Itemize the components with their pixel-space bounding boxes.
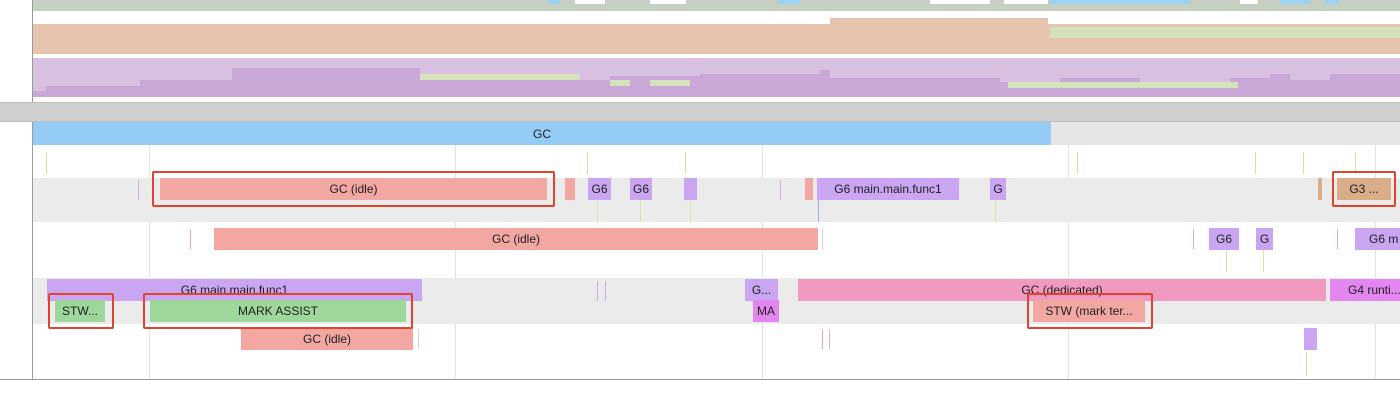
gc-idle-slice[interactable]: GC (idle) (160, 178, 547, 200)
event-tick[interactable] (605, 281, 606, 301)
stw-mark-termination-slice[interactable]: STW (mark ter... (1033, 300, 1145, 322)
event-tick[interactable] (685, 152, 686, 174)
event-tick[interactable] (418, 329, 419, 349)
highlight-box-stw (48, 293, 114, 329)
gc-row-remainder (1051, 122, 1400, 145)
overview-graphs (33, 0, 1400, 97)
goroutine-slice[interactable]: G6 (588, 178, 611, 200)
flow-tick (690, 200, 691, 222)
goroutine-slice[interactable]: G6 main.main.func1 (817, 178, 959, 200)
highlight-box-gc-idle (152, 171, 555, 207)
event-tick[interactable] (46, 152, 47, 174)
event-tick[interactable] (822, 329, 823, 349)
gc-idle-slice-small[interactable] (565, 178, 575, 200)
goroutine-slice-g3[interactable]: G3 ... (1337, 178, 1391, 200)
timeline-bottom-border (0, 379, 1400, 380)
flow-tick (1263, 250, 1264, 272)
gc-idle-slice-small[interactable] (805, 178, 813, 200)
goroutine-slice[interactable]: G (1256, 228, 1273, 250)
goroutine-slice[interactable]: G... (745, 279, 778, 301)
flow-tick (1226, 250, 1227, 272)
panel-divider[interactable] (0, 102, 1400, 122)
gc-idle-slice[interactable]: GC (idle) (241, 328, 413, 350)
grid-line (1068, 122, 1069, 380)
goroutine-slice[interactable]: G6 (630, 178, 652, 200)
goroutine-slice[interactable]: G6 (1209, 228, 1239, 250)
goroutine-slice-small[interactable] (684, 178, 697, 200)
event-tick[interactable] (1193, 229, 1194, 249)
event-tick[interactable] (1337, 229, 1338, 249)
event-tick[interactable] (1355, 152, 1356, 174)
flow-tick (1306, 352, 1307, 376)
stw-slice[interactable]: STW... (55, 300, 105, 322)
goroutine-slice-small[interactable] (1304, 328, 1317, 350)
event-tick[interactable] (1255, 152, 1256, 174)
grid-line (455, 122, 456, 380)
grid-line (1375, 122, 1376, 380)
highlight-box-mark-assist (143, 293, 413, 329)
flow-tick (995, 200, 996, 222)
overview-top-strip (33, 0, 1400, 11)
event-tick[interactable] (190, 229, 191, 249)
flow-tick (597, 200, 598, 222)
event-tick[interactable] (1303, 152, 1304, 174)
event-tick[interactable] (597, 281, 598, 301)
goroutine-slice[interactable]: G6 m (1355, 228, 1400, 250)
highlight-box-g3 (1332, 171, 1396, 207)
event-tick[interactable] (822, 229, 823, 249)
highlight-box-stw-mark-termination (1027, 293, 1153, 329)
event-tick[interactable] (780, 180, 781, 200)
gc-slice[interactable]: GC (33, 122, 1051, 145)
gc-idle-slice[interactable]: GC (idle) (214, 228, 818, 250)
mark-assist-slice[interactable]: MARK ASSIST (150, 300, 406, 322)
mark-assist-short-slice[interactable]: MA (753, 300, 779, 322)
event-tick[interactable] (138, 180, 139, 200)
event-tick[interactable] (587, 152, 588, 174)
grid-line (149, 122, 150, 380)
flow-tick (640, 200, 641, 222)
grid-line (762, 122, 763, 380)
slice-small[interactable] (1318, 178, 1322, 200)
flow-tick (818, 200, 819, 222)
goroutine-slice-g4[interactable]: G4 runti... (1330, 279, 1400, 301)
event-tick[interactable] (829, 329, 830, 349)
goroutine-slice[interactable]: G (990, 178, 1006, 200)
left-gutter (0, 0, 33, 380)
event-tick[interactable] (1077, 152, 1078, 174)
